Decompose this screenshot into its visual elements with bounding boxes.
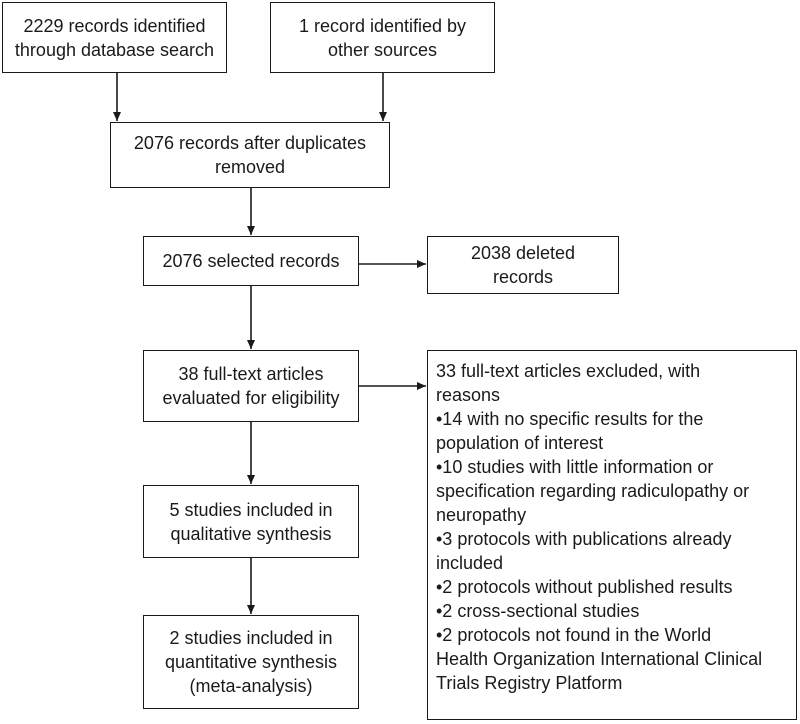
- box-line: •2 cross-sectional studies: [436, 601, 640, 621]
- box-line: •2 protocols without published results: [436, 577, 733, 597]
- box-database-search: 2229 records identified through database…: [2, 2, 227, 73]
- box-line: qualitative synthesis: [170, 523, 332, 544]
- box-line: specification regarding radiculopathy or: [436, 481, 750, 501]
- box-quantitative: 2 studies included in quantitative synth…: [143, 615, 359, 709]
- box-line: population of interest: [436, 433, 604, 453]
- box-line: •14 with no specific results for the: [436, 409, 704, 429]
- box-line: through database search: [14, 39, 215, 60]
- box-line: evaluated for eligibility: [162, 388, 340, 408]
- box-line: 38 full-text articles: [178, 364, 324, 384]
- box-line: neuropathy: [436, 505, 527, 525]
- box-line: •3 protocols with publications already: [436, 529, 732, 549]
- box-line: 33 full-text articles excluded, with: [436, 361, 701, 381]
- box-line: Trials Registry Platform: [436, 673, 623, 693]
- box-line: reasons: [436, 385, 501, 405]
- box-line: 5 studies included in: [169, 499, 333, 520]
- box-line: records: [492, 267, 554, 287]
- box-line: •10 studies with little information or: [436, 457, 714, 477]
- box-line: 2076 records after duplicates: [133, 133, 367, 153]
- box-other-sources: 1 record identified by other sources: [270, 2, 495, 73]
- box-line: 2038 deleted: [470, 243, 576, 263]
- box-selected: 2076 selected records: [143, 236, 359, 286]
- box-line: removed: [214, 157, 286, 177]
- box-line: 1 record identified by: [298, 15, 467, 36]
- box-line: (meta-analysis): [189, 676, 313, 696]
- box-line: Health Organization International Clinic…: [436, 649, 763, 669]
- box-excluded: 33 full-text articles excluded, with rea…: [427, 350, 797, 720]
- box-full-text: 38 full-text articles evaluated for elig…: [143, 350, 359, 422]
- box-line: 2229 records identified: [23, 15, 206, 36]
- box-line: •2 protocols not found in the World: [436, 625, 712, 645]
- box-line: 2076 selected records: [162, 251, 340, 271]
- box-after-duplicates: 2076 records after duplicates removed: [110, 122, 390, 188]
- box-qualitative: 5 studies included in qualitative synthe…: [143, 485, 359, 558]
- box-line: included: [436, 553, 504, 573]
- box-line: other sources: [327, 39, 438, 60]
- box-line: 2 studies included in: [169, 628, 333, 648]
- box-line: quantitative synthesis: [164, 652, 338, 672]
- box-deleted: 2038 deleted records: [427, 236, 619, 294]
